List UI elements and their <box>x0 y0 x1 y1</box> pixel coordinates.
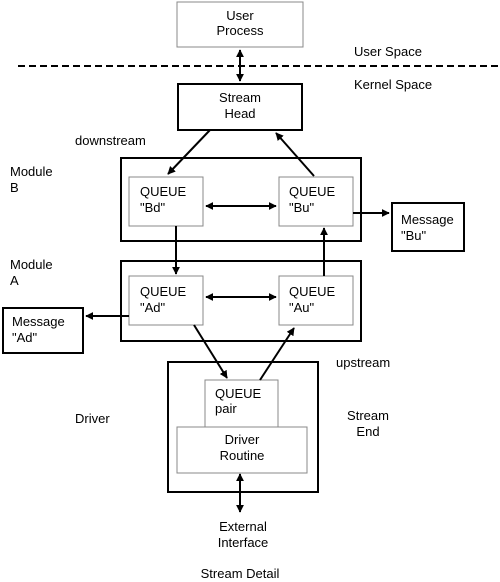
downstream-label: downstream <box>75 133 146 148</box>
stream-head-box <box>177 83 303 131</box>
module-b-label-line2: B <box>10 180 19 195</box>
queue-au-box <box>278 275 354 326</box>
queue-pair-box <box>204 379 279 428</box>
driver-routine-label-line2: Routine <box>220 448 265 463</box>
driver-routine-box <box>176 426 308 474</box>
external-interface-label-line2: Interface <box>218 535 269 550</box>
queue-ad-box <box>128 275 204 326</box>
head-to-bd-arrow <box>167 129 211 175</box>
module-a-label-line1: Module <box>10 257 53 272</box>
message-ad-label-line1: Message <box>12 314 65 329</box>
bu-to-head-arrow <box>275 132 315 177</box>
driver-routine-label-line1: Driver <box>225 432 260 447</box>
queue-au-label-line1: QUEUE <box>289 284 336 299</box>
user-process-label-line1: User <box>226 8 254 23</box>
external-interface-label-line1: External <box>219 519 267 534</box>
queue-pair-label-line2: pair <box>215 401 237 416</box>
module-a-label-line2: A <box>10 273 19 288</box>
message-bu-label-line1: Message <box>401 212 454 227</box>
message-ad-label-line2: "Ad" <box>12 330 38 345</box>
upstream-label: upstream <box>336 355 390 370</box>
queue-ad-label-line2: "Ad" <box>140 300 166 315</box>
user-process-box <box>176 1 304 48</box>
driver-label: Driver <box>75 411 110 426</box>
queue-ad-label-line1: QUEUE <box>140 284 187 299</box>
kernel-space-label: Kernel Space <box>354 77 432 92</box>
queue-bu-box <box>278 176 354 227</box>
stream-head-label-line1: Stream <box>219 90 261 105</box>
queue-bu-label-line2: "Bu" <box>289 200 315 215</box>
diagram-caption: Stream Detail <box>201 566 280 581</box>
queue-au-label-line2: "Au" <box>289 300 315 315</box>
ad-to-driver-arrow <box>193 324 228 379</box>
stream-head-label-line2: Head <box>224 106 255 121</box>
message-bu-label-line2: "Bu" <box>401 228 427 243</box>
queue-bd-label-line1: QUEUE <box>140 184 187 199</box>
driver-to-au-arrow <box>259 327 295 381</box>
user-process-label-line2: Process <box>217 23 264 38</box>
user-space-label: User Space <box>354 44 422 59</box>
stream-end-label-line1: Stream <box>347 408 389 423</box>
stream-end-label-line2: End <box>356 424 379 439</box>
message-bu-box <box>391 202 465 252</box>
queue-bd-label-line2: "Bd" <box>140 200 166 215</box>
module-b-label-line1: Module <box>10 164 53 179</box>
message-ad-box <box>2 307 84 354</box>
queue-bd-box <box>128 176 204 227</box>
queue-bu-label-line1: QUEUE <box>289 184 336 199</box>
queue-pair-label-line1: QUEUE <box>215 386 262 401</box>
